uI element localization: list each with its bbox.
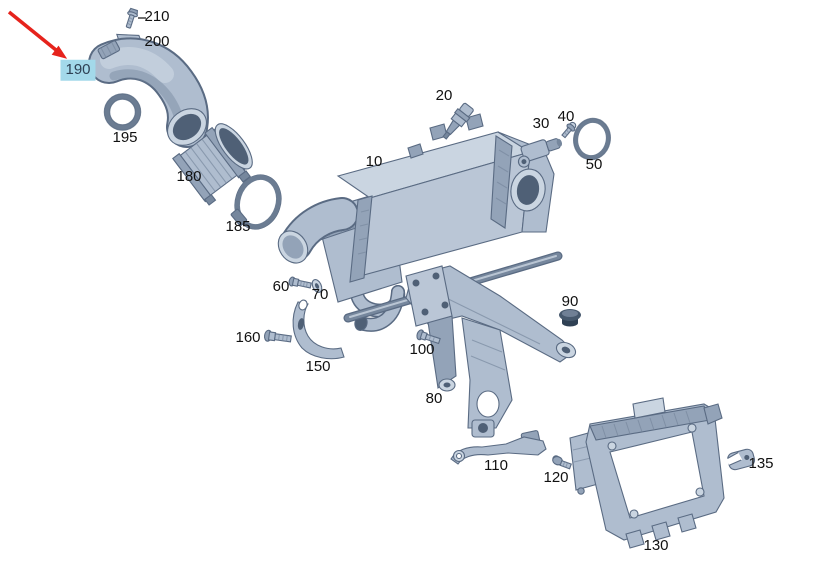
callout-190[interactable]: 190 [60,59,96,81]
part-bolt-120[interactable] [551,455,572,470]
callout-160[interactable]: 160 [235,328,261,346]
part-bolt-60[interactable] [288,276,312,290]
callout-60[interactable]: 60 [272,277,290,295]
callout-20[interactable]: 20 [435,86,453,104]
callout-70[interactable]: 70 [311,285,329,303]
part-oring-50[interactable] [570,115,614,163]
part-grommet-90[interactable] [559,309,581,327]
part-bolt-210[interactable] [123,7,138,29]
callout-130[interactable]: 130 [643,536,669,554]
callout-90[interactable]: 90 [561,292,579,310]
callout-180[interactable]: 180 [176,167,202,185]
part-oring-195[interactable] [103,93,142,131]
part-bracket-110[interactable] [450,419,547,465]
callout-100[interactable]: 100 [409,340,435,358]
part-sensor-20[interactable] [439,102,475,143]
part-bolt-160[interactable] [263,329,292,345]
callout-10[interactable]: 10 [365,152,383,170]
callout-110[interactable]: 110 [484,456,508,474]
part-bolt-40[interactable] [560,120,578,139]
callout-40[interactable]: 40 [557,107,575,125]
callout-210[interactable]: 210 [144,7,170,25]
callout-120[interactable]: 120 [543,468,569,486]
part-clip-135[interactable] [724,448,756,472]
callout-50[interactable]: 50 [585,155,603,173]
part-bracket-80[interactable] [405,265,578,429]
selection-arrow-icon [7,10,68,59]
part-bolt-100[interactable] [416,329,441,346]
callout-30[interactable]: 30 [532,114,550,132]
part-frame-130[interactable] [569,397,725,549]
part-sensor-30[interactable] [514,134,566,168]
callout-195[interactable]: 195 [112,128,138,146]
callout-200[interactable]: 200 [144,32,170,50]
part-duct-190[interactable] [88,37,213,153]
callout-150[interactable]: 150 [305,357,331,375]
part-bracket-150[interactable] [292,299,345,360]
part-bellows-180[interactable] [172,117,263,207]
callout-80[interactable]: 80 [425,389,443,407]
callout-135[interactable]: 135 [748,454,774,472]
part-clamp-185[interactable] [228,169,288,236]
callout-185[interactable]: 185 [225,217,251,235]
part-washer-70[interactable] [310,278,323,294]
